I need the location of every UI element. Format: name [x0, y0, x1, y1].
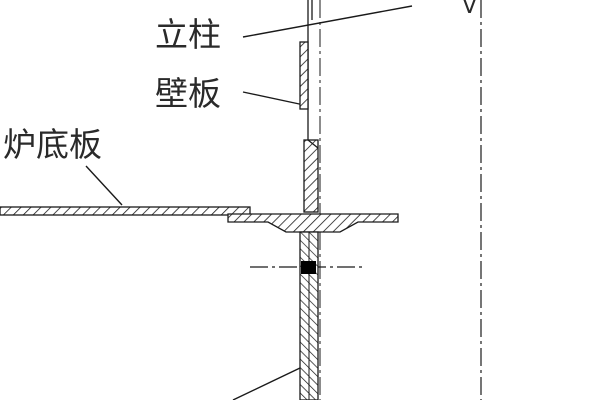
leader-column — [242, 5, 413, 38]
label-wall-panel: 壁板 — [155, 74, 221, 113]
label-column: 立柱 — [155, 15, 221, 54]
flange — [227, 213, 399, 233]
label-furnace-floor: 炉底板 — [3, 125, 102, 164]
corner-mark: V — [462, 0, 477, 19]
leader-wall-panel — [242, 91, 305, 106]
leader-bottom — [232, 367, 301, 400]
wall-panel-lower — [303, 139, 319, 213]
wall-panel-upper — [299, 41, 309, 110]
leader-furnace-floor — [85, 165, 123, 206]
furnace-floor-plate — [0, 206, 251, 216]
wall-panel-step — [307, 139, 319, 149]
connection-block — [301, 261, 316, 274]
